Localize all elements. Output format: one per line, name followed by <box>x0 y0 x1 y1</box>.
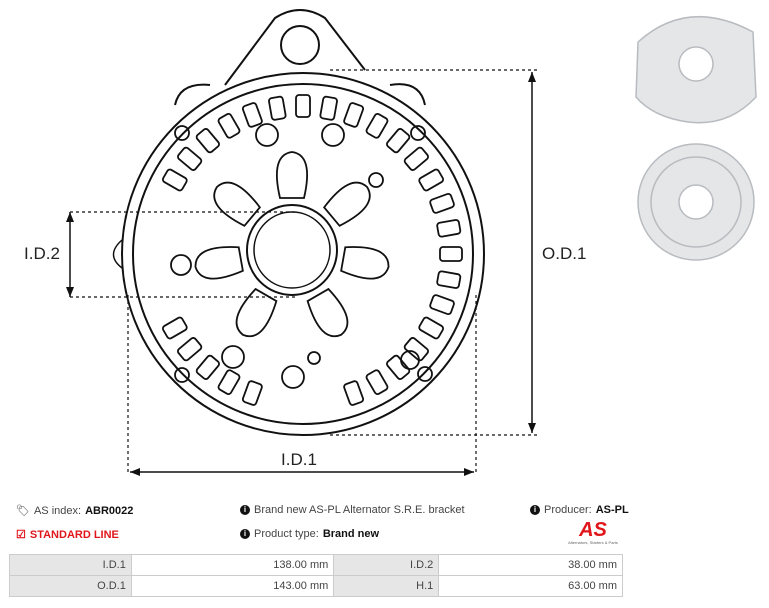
producer: i Producer: AS-PL <box>530 504 629 516</box>
vent-slot <box>177 337 203 362</box>
vent-slot <box>386 354 411 380</box>
vent-slot <box>217 113 241 139</box>
info-icon: i <box>240 529 250 539</box>
vent-slot <box>403 337 429 362</box>
vent-slot <box>436 270 462 289</box>
spoke-window <box>340 246 390 280</box>
info-icon: i <box>530 505 540 515</box>
vent-slot <box>365 369 389 395</box>
vent-slot <box>403 146 429 171</box>
side-lug <box>174 83 426 106</box>
vent-slot <box>343 380 365 406</box>
vent-slot <box>429 192 455 214</box>
vent-slot <box>343 102 365 128</box>
vent-slot <box>418 316 444 340</box>
standard-line-badge: ☑ STANDARD LINE <box>16 528 119 542</box>
vent-slot <box>268 95 287 121</box>
info-icon: i <box>240 505 250 515</box>
spoke-window <box>276 151 308 199</box>
spoke-window <box>322 181 371 227</box>
product-photo <box>635 15 757 261</box>
vent-slot <box>195 354 220 380</box>
od1-label: O.D.1 <box>542 244 587 263</box>
spoke-window <box>235 287 278 338</box>
description: i Brand new AS-PL Alternator S.R.E. brac… <box>240 504 465 516</box>
id2-label: I.D.2 <box>24 244 60 263</box>
vent-slot <box>365 113 389 139</box>
specs-table: I.D.1 138.00 mm I.D.2 38.00 mm O.D.1 143… <box>9 554 623 597</box>
as-pl-logo: AS Alternators, Starters & Parts <box>568 519 618 545</box>
hub <box>246 204 338 296</box>
vent-slot <box>162 316 188 340</box>
inner-ring <box>132 83 474 425</box>
vent-slot <box>418 168 444 192</box>
tab-hole <box>280 25 320 65</box>
id1-label: I.D.1 <box>281 450 317 469</box>
vent-slot <box>386 128 411 154</box>
spoke-window <box>213 181 262 227</box>
table-row: O.D.1 143.00 mm H.1 63.00 mm <box>9 575 623 597</box>
vent-slot <box>436 219 462 238</box>
vent-slot <box>319 95 338 121</box>
mounting-tab <box>224 9 366 86</box>
as-index: 🏷︎ AS index: ABR0022 <box>16 504 134 518</box>
product-type: i Product type: Brand new <box>240 528 379 540</box>
as-index-value: ABR0022 <box>85 504 134 517</box>
vent-slot <box>162 168 188 192</box>
spoke-window <box>306 287 349 338</box>
vent-slot <box>241 380 263 406</box>
bracket-technical-drawing <box>66 9 540 476</box>
vent-slot <box>177 146 203 171</box>
spoke-window <box>194 246 244 280</box>
vent-slot <box>295 94 311 118</box>
vent-slot <box>429 294 455 316</box>
checkbox-icon: ☑ <box>16 529 26 541</box>
outer-ring <box>121 72 485 436</box>
table-row: I.D.1 138.00 mm I.D.2 38.00 mm <box>9 554 623 576</box>
tags-icon: 🏷︎ <box>16 505 30 517</box>
vent-slot <box>439 246 463 262</box>
vent-slot <box>195 128 220 154</box>
vent-slot <box>217 369 241 395</box>
vent-slot <box>241 102 263 128</box>
